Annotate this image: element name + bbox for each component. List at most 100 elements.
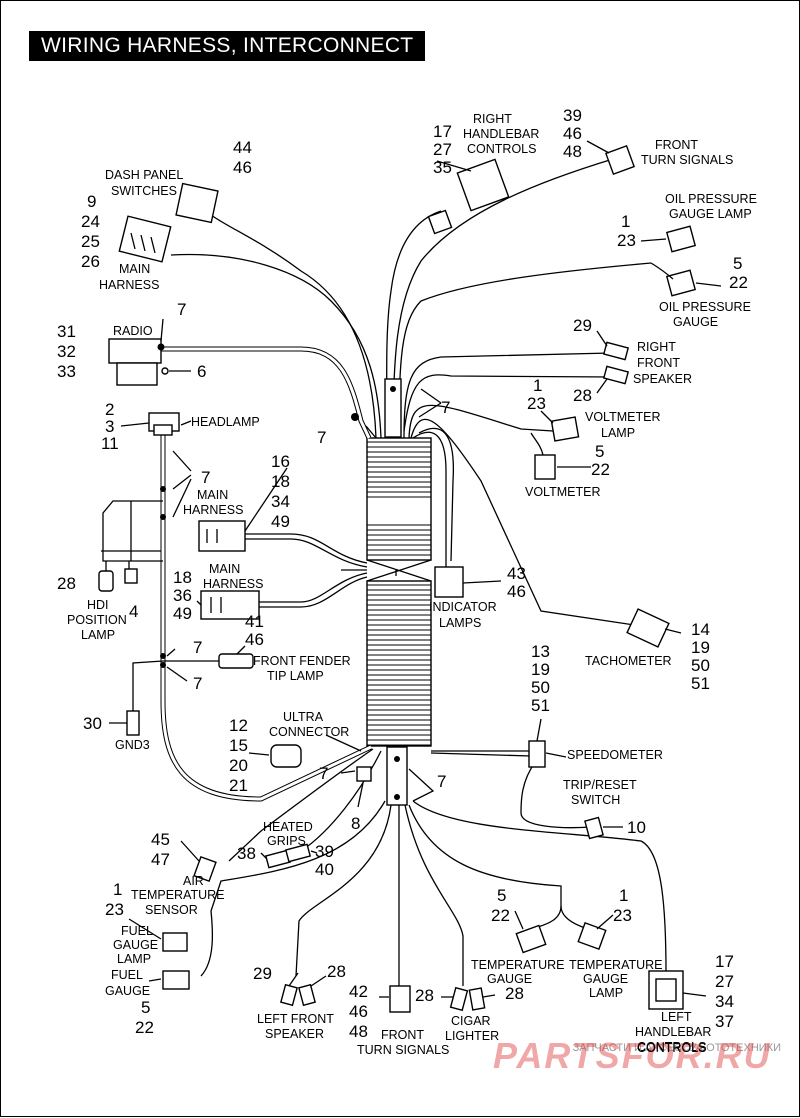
connector-main-harness-top[interactable] — [118, 215, 172, 263]
connector-fuel-lamp[interactable] — [162, 932, 188, 952]
num-hdi-28: 28 — [57, 574, 76, 593]
connector-main-mid[interactable] — [198, 520, 246, 552]
right-bundle-wires — [412, 427, 592, 829]
num-temp-1: 5 — [497, 886, 506, 905]
num-fender-2: 46 — [245, 630, 264, 649]
num-trip: 10 — [627, 818, 646, 837]
num-ultra-2: 15 — [229, 736, 248, 755]
watermark-logo-sub: CONTROLS — [637, 1041, 707, 1055]
label-air-1: AIR — [183, 874, 204, 888]
radio-unit[interactable] — [108, 338, 169, 386]
connector-speedometer[interactable] — [528, 740, 546, 768]
num-volt-1: 5 — [595, 442, 604, 461]
label-hdi-3: LAMP — [81, 628, 115, 642]
label-temp-lamp-3: LAMP — [589, 986, 623, 1000]
num-speedo-3: 50 — [531, 678, 550, 697]
connector-main-low[interactable] — [200, 590, 260, 620]
num-fuel-2: 22 — [135, 1018, 154, 1037]
radio-harness — [161, 346, 372, 440]
label-hdi-2: POSITION — [67, 613, 127, 627]
num-air-2: 47 — [151, 850, 170, 869]
connector-hdi-lamp[interactable] — [98, 568, 138, 592]
num-main-top-1: 9 — [87, 192, 96, 211]
label-gnd3: GND3 — [115, 738, 150, 752]
connector-lf-speaker[interactable] — [280, 983, 316, 1007]
label-fender-2: TIP LAMP — [267, 669, 324, 683]
label-headlamp: HEADLAMP — [191, 415, 260, 429]
num-right-hb-2: 27 — [433, 140, 452, 159]
connector-front-turn-top[interactable] — [605, 145, 635, 175]
connector-cigar[interactable] — [449, 986, 486, 1012]
num-lf-28: 28 — [327, 962, 346, 981]
connector-front-fender[interactable] — [218, 653, 254, 669]
connector-tachometer[interactable] — [626, 608, 670, 648]
num-indicator-2: 46 — [507, 582, 526, 601]
connector-volt-lamp[interactable] — [550, 416, 580, 442]
num-lf-29: 29 — [253, 964, 272, 983]
label-fuel-lamp-3: LAMP — [117, 952, 151, 966]
label-radio: RADIO — [113, 324, 153, 338]
label-main-top-1: MAIN — [119, 262, 150, 276]
upper-trunk-wires — [170, 158, 652, 627]
label-main-mid-1: MAIN — [197, 488, 228, 502]
num-7-main: 7 — [201, 468, 210, 487]
connector-oil-lamp[interactable] — [665, 225, 697, 253]
connector-oil-pressure[interactable] — [650, 262, 697, 297]
connector-temp-gauge[interactable] — [515, 924, 547, 954]
num-turn-b-3: 48 — [349, 1022, 368, 1041]
connector-temp-lamp[interactable] — [577, 921, 607, 951]
label-trip-1: TRIP/RESET — [563, 778, 637, 792]
connector-gnd3[interactable] — [126, 710, 140, 736]
label-turn-b-2: TURN SIGNALS — [357, 1043, 449, 1057]
label-hdi-1: HDI — [87, 598, 109, 612]
connector-heated-grips[interactable] — [264, 843, 312, 869]
connector-indicator[interactable] — [434, 566, 464, 598]
num-radio-7: 7 — [177, 300, 186, 319]
label-trip-2: SWITCH — [571, 793, 620, 807]
central-harness-bundle — [366, 437, 432, 747]
num-ultra-7: 7 — [319, 764, 328, 783]
label-rf-1: RIGHT — [637, 340, 676, 354]
num-radio-3: 33 — [57, 362, 76, 381]
label-turn-b-1: FRONT — [381, 1028, 424, 1042]
main-harness-links — [245, 533, 368, 608]
num-oil-lamp-1: 1 — [621, 212, 630, 231]
label-cigar-1: CIGAR — [451, 1014, 491, 1028]
label-turn-t-1: FRONT — [655, 138, 698, 152]
connector-rf-speaker[interactable] — [602, 341, 630, 385]
label-fender-1: FRONT FENDER — [253, 654, 351, 668]
connector-ultra[interactable] — [270, 744, 302, 768]
connector-n8[interactable] — [356, 766, 372, 782]
connector-dash-panel[interactable] — [175, 182, 219, 224]
num-turn-t-2: 46 — [563, 124, 582, 143]
num-tach-3: 50 — [691, 656, 710, 675]
label-right-hb-1: RIGHT — [473, 112, 512, 126]
num-radio-1: 31 — [57, 322, 76, 341]
num-dash-2: 46 — [233, 158, 252, 177]
label-rf-2: FRONT — [637, 356, 680, 370]
connector-fuel-gauge[interactable] — [162, 970, 190, 990]
label-grips-1: HEATED — [263, 820, 313, 834]
num-grips-39: 39 — [315, 842, 334, 861]
label-oil-lamp-2: GAUGE LAMP — [669, 207, 752, 221]
num-turn-t-1: 39 — [563, 106, 582, 125]
connector-headlamp[interactable] — [148, 412, 180, 436]
num-left-hb-2: 27 — [715, 972, 734, 991]
num-headlamp-1: 2 — [105, 400, 114, 419]
connector-trip[interactable] — [584, 816, 604, 840]
label-ultra-1: ULTRA — [283, 710, 324, 724]
num-cigar-28a: 28 — [415, 986, 434, 1005]
num-speedo-2: 19 — [531, 660, 550, 679]
num-main-low-2: 36 — [173, 586, 192, 605]
connector-right-handlebar[interactable] — [427, 158, 510, 235]
num-cigar-28b: 28 — [505, 984, 524, 1003]
num-headlamp-2: 3 — [105, 417, 114, 436]
num-main-mid-3: 34 — [271, 492, 290, 511]
connector-air-temp[interactable] — [193, 855, 217, 883]
connector-turn-bottom[interactable] — [389, 985, 411, 1013]
connector-voltmeter[interactable] — [530, 432, 556, 480]
connector-left-handlebar[interactable] — [648, 970, 684, 1010]
num-main-mid-2: 18 — [271, 472, 290, 491]
num-grips-38: 38 — [237, 844, 256, 863]
num-gnd: 30 — [83, 714, 102, 733]
